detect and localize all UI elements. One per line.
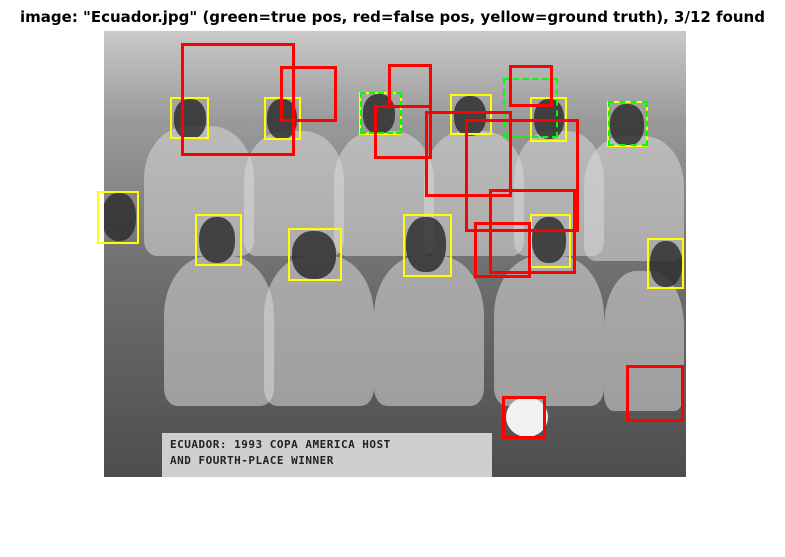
ground-truth-box xyxy=(647,238,684,289)
ground-truth-box xyxy=(530,214,571,268)
false-positive-box xyxy=(474,222,531,278)
false-positive-box xyxy=(626,365,684,422)
false-positive-box xyxy=(465,119,579,232)
player-head xyxy=(650,241,682,287)
player-head xyxy=(532,217,566,263)
caption-line-2: AND FOURTH-PLACE WINNER xyxy=(170,454,334,467)
caption-line-1: ECUADOR: 1993 COPA AMERICA HOST xyxy=(170,438,391,451)
false-positive-box xyxy=(280,66,337,122)
true-positive-box xyxy=(360,92,402,134)
false-positive-box xyxy=(388,64,432,108)
soccer-ball xyxy=(506,397,548,437)
player-head xyxy=(174,99,206,139)
player-head xyxy=(292,231,336,279)
ground-truth-box xyxy=(403,214,452,277)
ground-truth-box xyxy=(170,97,209,139)
true-positive-box xyxy=(608,101,648,146)
false-positive-box xyxy=(509,65,553,107)
player-body xyxy=(164,256,274,406)
ground-truth-box xyxy=(195,214,242,266)
player-body xyxy=(494,256,604,406)
figure-title: image: "Ecuador.jpg" (green=true pos, re… xyxy=(20,8,765,26)
ground-truth-box xyxy=(450,94,492,135)
false-positive-box xyxy=(502,396,546,439)
player-head xyxy=(610,104,644,146)
false-positive-box xyxy=(181,43,295,156)
player-head xyxy=(406,217,446,272)
ground-truth-box xyxy=(97,191,139,244)
player-head xyxy=(199,217,235,263)
player-head xyxy=(104,193,136,241)
false-positive-box xyxy=(489,189,576,274)
player-body xyxy=(604,271,684,411)
player-body xyxy=(264,256,374,406)
false-positive-box xyxy=(374,105,432,159)
true-positive-box xyxy=(503,78,558,138)
player-body xyxy=(374,256,484,406)
photo-caption: ECUADOR: 1993 COPA AMERICA HOST AND FOUR… xyxy=(162,433,492,477)
player-body xyxy=(584,136,684,261)
ground-truth-box xyxy=(288,228,342,281)
false-positive-box xyxy=(425,111,512,197)
player-head xyxy=(454,96,486,136)
